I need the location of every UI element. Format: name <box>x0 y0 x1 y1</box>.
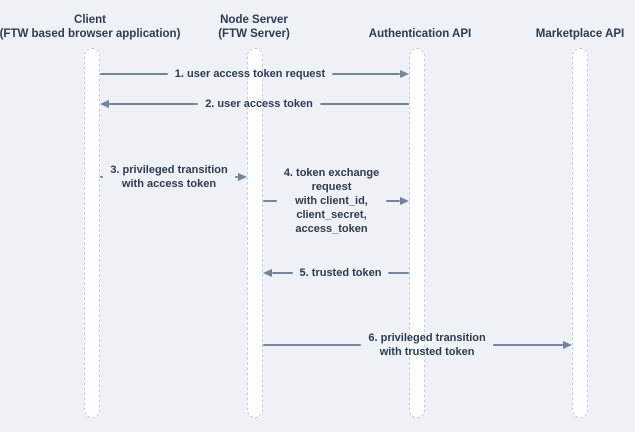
message-2-label: 2. user access token <box>198 97 320 111</box>
lifeline-node-server <box>247 48 263 418</box>
participant-subtitle: (FTW based browser application) <box>0 27 181 40</box>
lifeline-authentication-api <box>409 48 425 418</box>
message-label-line: 2. user access token <box>205 98 313 110</box>
message-label-line: access_token <box>295 223 368 235</box>
lifeline-marketplace-api <box>572 48 588 418</box>
message-line <box>272 272 293 274</box>
participant-title: Client <box>74 14 106 26</box>
message-6: 6. privileged transition with trusted to… <box>263 331 572 359</box>
participant-header-authentication-api: Authentication API <box>369 12 471 41</box>
arrowhead-right-icon <box>238 173 248 181</box>
message-line <box>388 272 409 274</box>
message-line <box>100 73 168 75</box>
message-line <box>386 200 400 202</box>
participant-header-client: Client (FTW based browser application) <box>0 12 180 41</box>
participant-title: Authentication API <box>368 27 472 40</box>
arrowhead-right-icon <box>563 341 572 349</box>
message-label-line: with trusted token <box>379 346 475 358</box>
message-1: 1. user access token request <box>100 67 410 81</box>
message-3: 3. privileged transition with access tok… <box>100 163 248 191</box>
message-1-label: 1. user access token request <box>168 67 332 81</box>
message-6-label: 6. privileged transition with trusted to… <box>361 331 492 359</box>
message-3-label: 3. privileged transition with access tok… <box>103 163 234 191</box>
message-5: 5. trusted token <box>263 266 409 280</box>
message-label-line: 5. trusted token <box>299 267 382 279</box>
message-2: 2. user access token <box>100 97 409 111</box>
message-4-label: 4. token exchange request with client_id… <box>277 166 386 236</box>
message-line <box>319 103 409 105</box>
message-line <box>234 176 239 178</box>
participant-header-marketplace-api: Marketplace API <box>536 12 624 41</box>
message-line <box>109 103 199 105</box>
message-line <box>263 200 277 202</box>
arrowhead-left-icon <box>100 100 109 108</box>
message-label-line: with access token <box>121 178 217 190</box>
message-line <box>263 344 362 346</box>
message-label-line: with client_id, <box>295 195 368 207</box>
participant-title: Node Server <box>220 14 288 26</box>
message-line <box>492 344 563 346</box>
message-4: 4. token exchange request with client_id… <box>263 166 409 236</box>
arrowhead-right-icon <box>400 197 409 205</box>
lifeline-client <box>84 48 100 418</box>
message-5-label: 5. trusted token <box>293 266 389 280</box>
arrowhead-left-icon <box>263 269 272 277</box>
message-line <box>332 73 401 75</box>
message-label-line: 1. user access token request <box>174 68 326 80</box>
participant-title: Marketplace API <box>535 27 625 40</box>
message-line <box>100 176 104 178</box>
participant-header-node-server: Node Server (FTW Server) <box>218 12 290 41</box>
message-label-line: request <box>311 181 352 193</box>
message-label-line: 6. privileged transition <box>368 332 486 344</box>
participant-subtitle: (FTW Server) <box>218 27 290 40</box>
message-label-line: client_secret, <box>296 209 367 221</box>
message-label-line: 4. token exchange <box>283 167 380 179</box>
arrowhead-right-icon <box>400 70 410 78</box>
message-label-line: 3. privileged transition <box>110 164 228 176</box>
